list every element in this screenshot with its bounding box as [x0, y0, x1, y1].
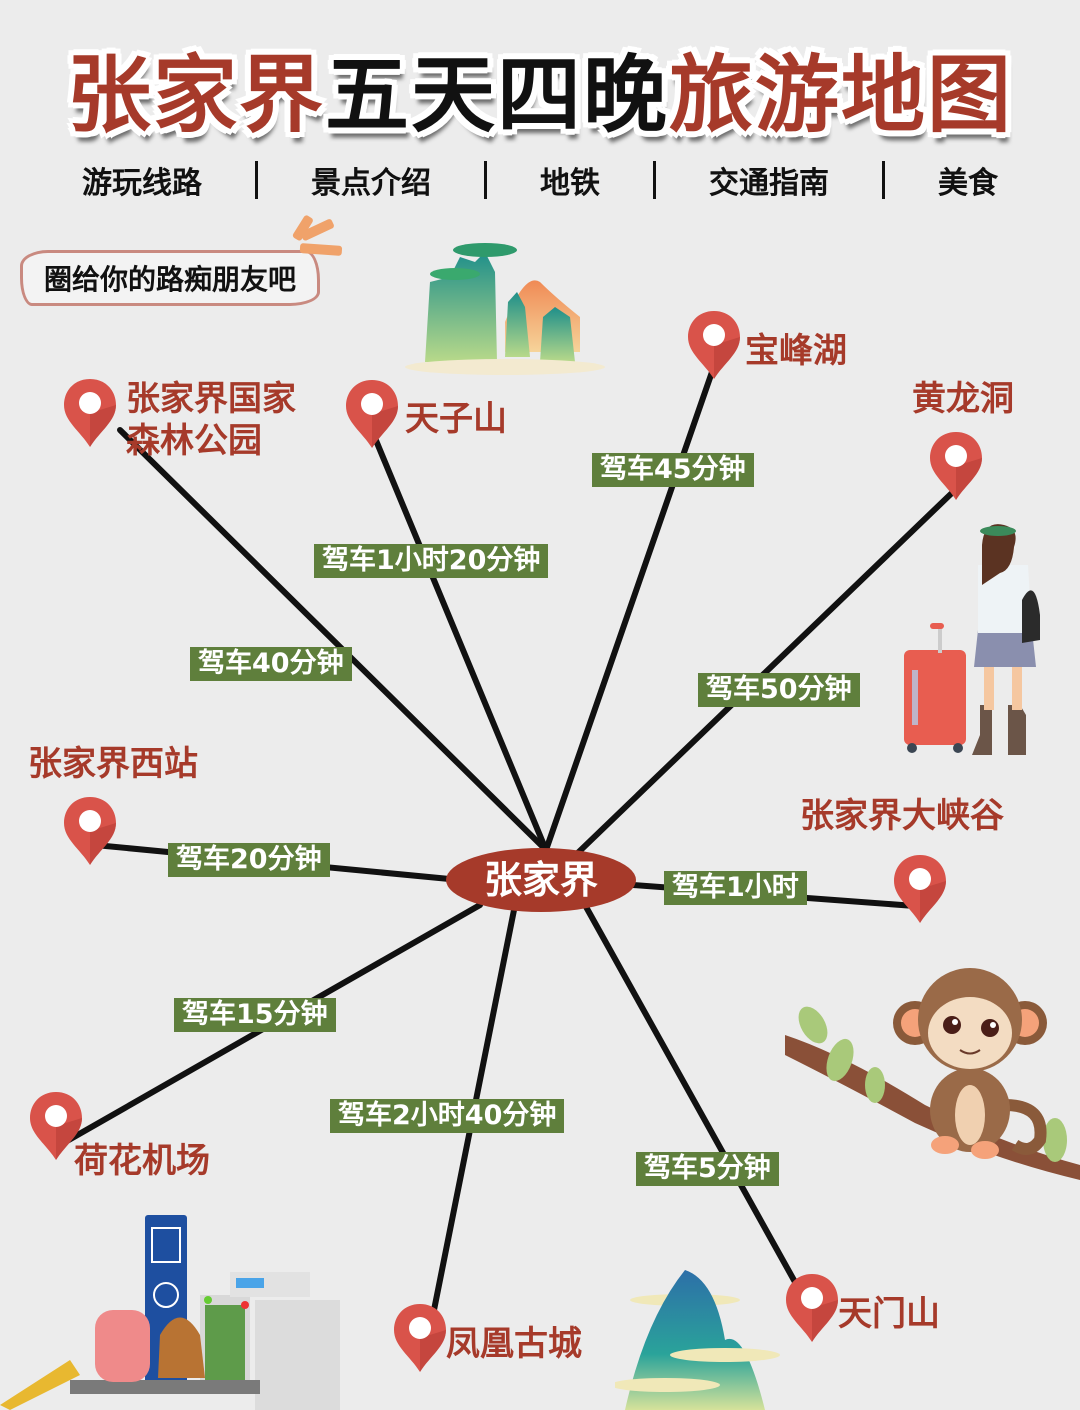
map-pin-icon[interactable] [686, 309, 742, 381]
drive-time-tianmen: 驾车5分钟 [636, 1152, 779, 1186]
nav-divider [484, 161, 487, 199]
nav-item-routes[interactable]: 游玩线路 [82, 166, 202, 201]
nav-divider [255, 161, 258, 199]
drive-time-grand-canyon: 驾车1小时 [664, 871, 807, 905]
map-pin-icon[interactable] [62, 795, 118, 867]
title-part-location: 张家界 [66, 46, 325, 144]
nav-divider [882, 161, 885, 199]
place-grand-canyon[interactable]: 张家界大峡谷 [800, 796, 1004, 836]
map-pin-icon[interactable] [344, 378, 400, 450]
page-title: 张家界五天四晚旅游地图 [0, 28, 1080, 149]
center-hub-zhangjiajie[interactable]: 张家界 [446, 848, 636, 912]
drive-time-baofeng: 驾车45分钟 [592, 453, 754, 487]
airport-security-illustration [0, 1215, 340, 1410]
place-airport[interactable]: 荷花机场 [74, 1141, 210, 1181]
place-baofeng[interactable]: 宝峰湖 [745, 331, 847, 371]
place-fenghuang[interactable]: 凤凰古城 [446, 1324, 582, 1364]
place-forest-park[interactable]: 张家界国家 森林公园 [126, 378, 296, 462]
nav-divider [653, 161, 656, 199]
monkey-on-branch-illustration [785, 968, 1080, 1180]
place-tianmen[interactable]: 天门山 [838, 1294, 940, 1334]
map-pin-icon[interactable] [62, 377, 118, 449]
drive-time-airport: 驾车15分钟 [174, 998, 336, 1032]
blue-mountain-illustration [615, 1270, 780, 1410]
nav-item-metro[interactable]: 地铁 [540, 166, 600, 201]
nav-item-attractions[interactable]: 景点介绍 [311, 166, 431, 201]
place-huanglong[interactable]: 黄龙洞 [912, 379, 1014, 419]
place-name-line1: 张家界国家 [126, 379, 296, 419]
drive-time-west-station: 驾车20分钟 [168, 843, 330, 877]
drive-time-forest-park: 驾车40分钟 [190, 647, 352, 681]
map-pin-icon[interactable] [928, 430, 984, 502]
category-nav: 游玩线路 景点介绍 地铁 交通指南 美食 [60, 158, 1020, 202]
map-pin-icon[interactable] [784, 1272, 840, 1344]
karst-mountains-illustration [405, 243, 605, 375]
traveler-girl-illustration [904, 524, 1040, 755]
place-tianzi[interactable]: 天子山 [405, 399, 507, 439]
nav-item-transport[interactable]: 交通指南 [709, 166, 829, 201]
title-part-map: 旅游地图 [669, 46, 1014, 144]
place-west-station[interactable]: 张家界西站 [28, 744, 198, 784]
map-pin-icon[interactable] [892, 853, 948, 925]
place-name-line2: 森林公园 [126, 421, 262, 461]
drive-time-fenghuang: 驾车2小时40分钟 [330, 1099, 565, 1133]
title-part-duration: 五天四晚 [324, 46, 669, 144]
map-pin-icon[interactable] [392, 1302, 448, 1374]
drive-time-tianzi: 驾车1小时20分钟 [314, 544, 549, 578]
share-sticker: 圈给你的路痴朋友吧 [20, 250, 320, 306]
nav-item-food[interactable]: 美食 [938, 166, 998, 201]
drive-time-huanglong: 驾车50分钟 [698, 673, 860, 707]
